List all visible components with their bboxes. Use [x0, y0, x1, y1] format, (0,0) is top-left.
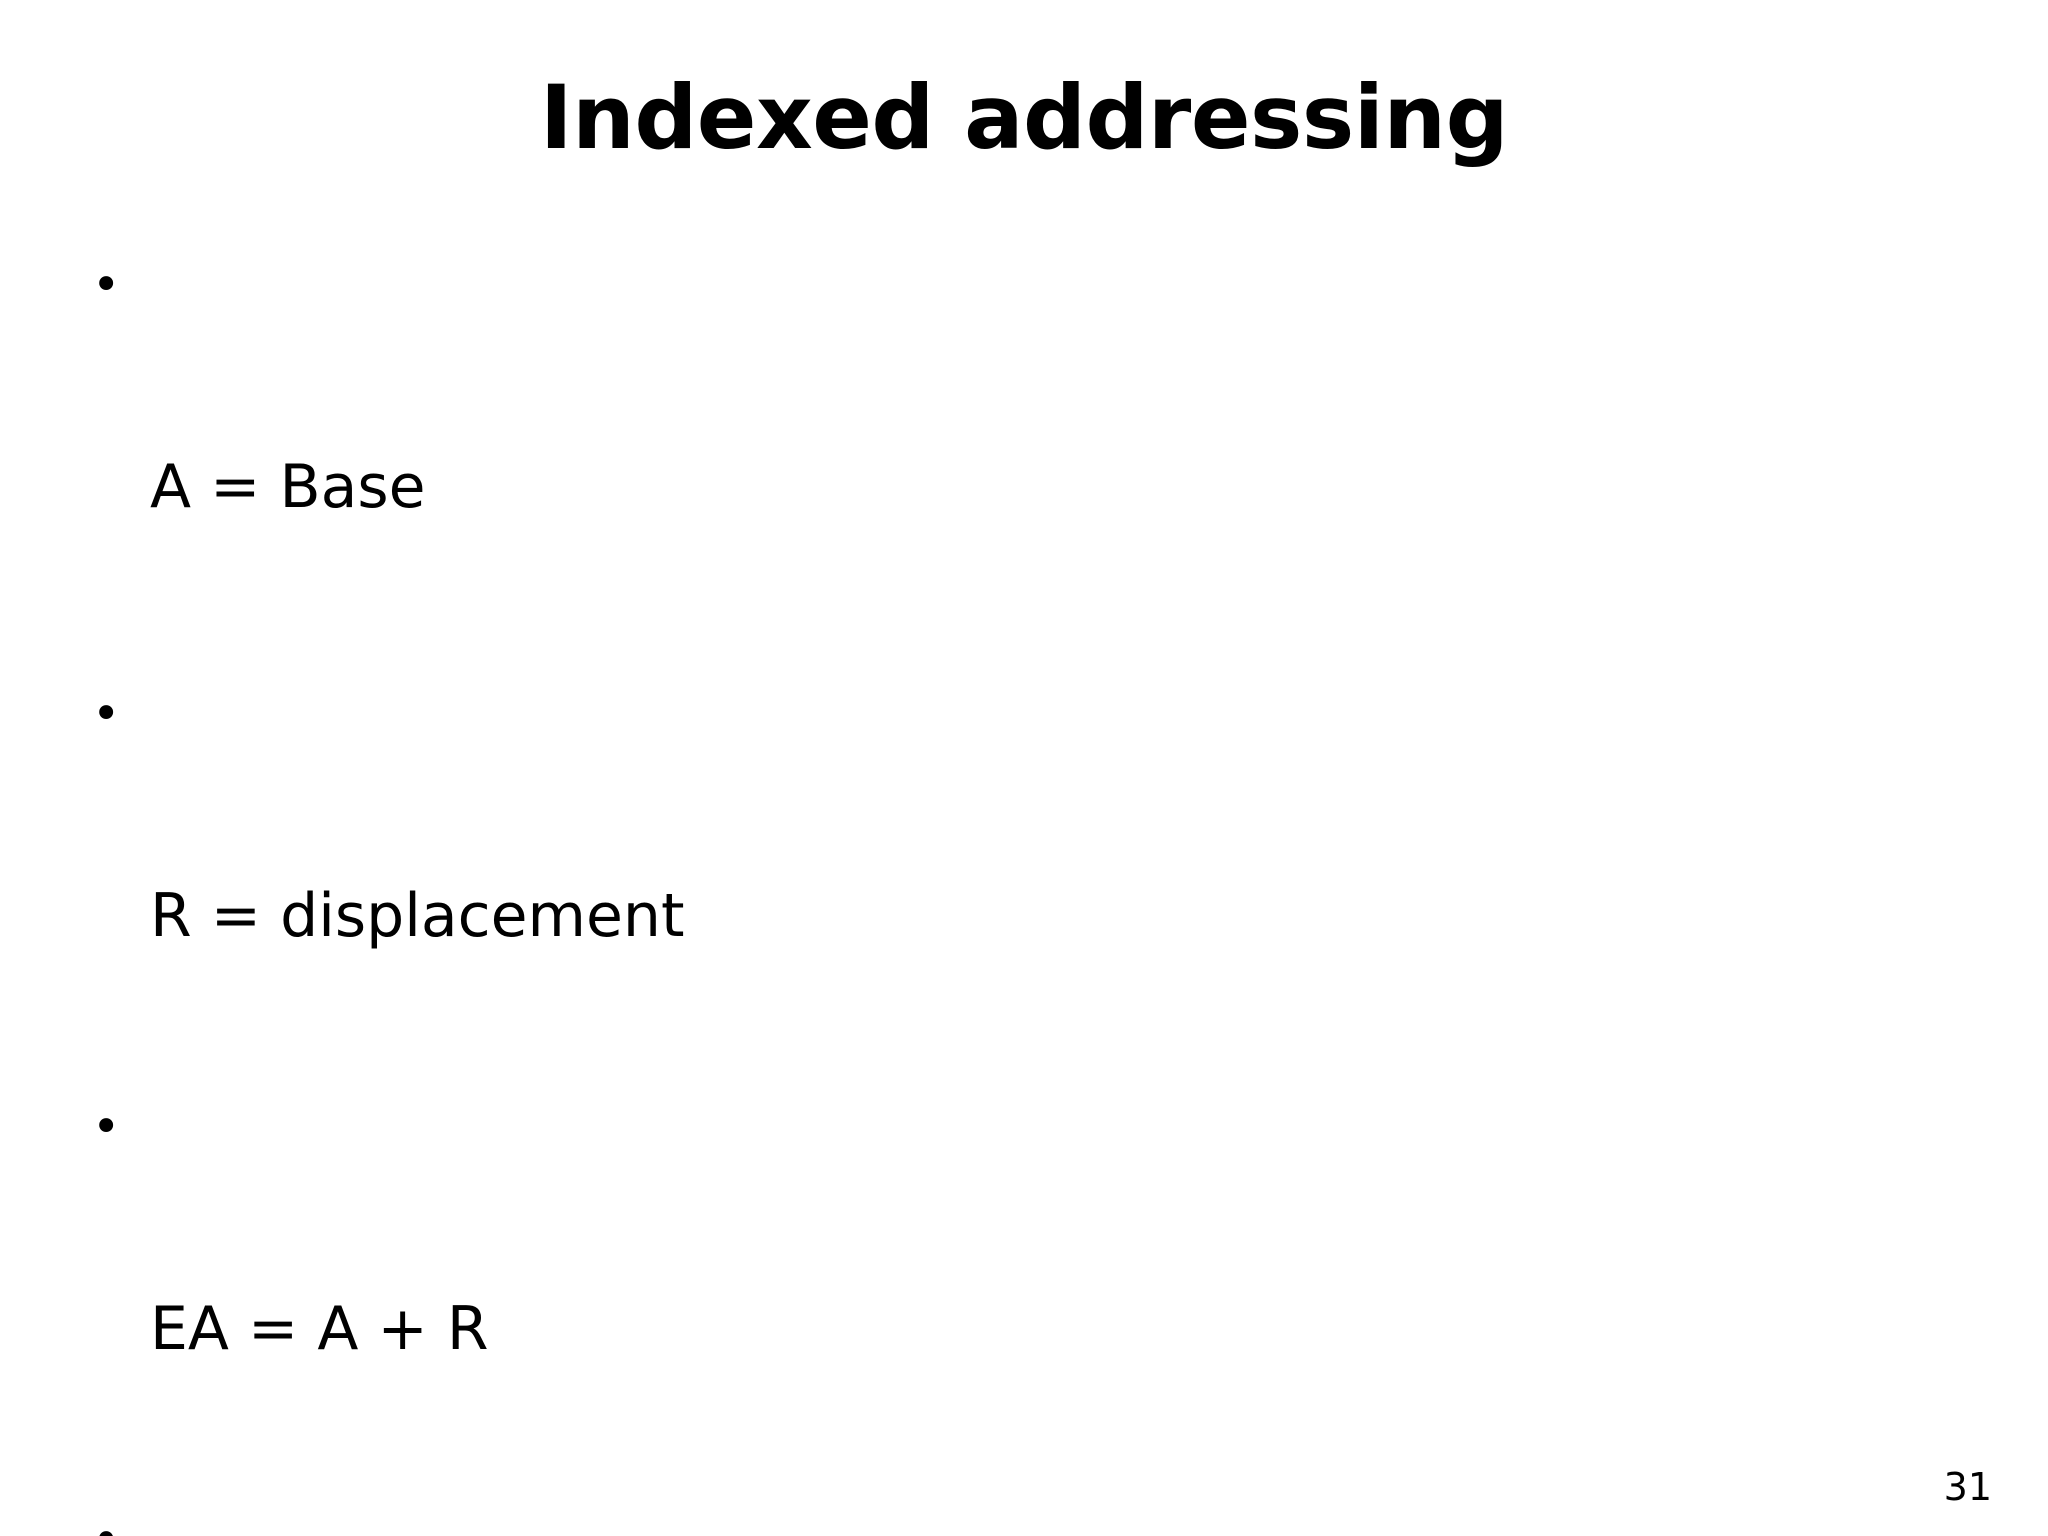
page-title: Indexed addressing — [539, 66, 1509, 169]
bullet-glyph: • — [92, 1507, 142, 1536]
list-item: • R = displacement — [84, 681, 1964, 1084]
list-item: • EA = A + R — [84, 1094, 1964, 1497]
bullet-glyph: • — [92, 1099, 121, 1156]
list-item: • A = Base — [84, 252, 1964, 655]
list-item: • Good for accessing arrays — [84, 1507, 1964, 1536]
bullet-glyph: • — [92, 257, 121, 313]
list-item-text: A = Base — [150, 451, 426, 522]
bullet-list: • A = Base • R = displacement • EA = A +… — [84, 252, 1964, 1536]
bullet-glyph: • — [92, 686, 121, 743]
list-item-text: EA = A + R — [150, 1293, 489, 1364]
page-number: 31 — [1943, 1465, 1992, 1509]
list-item-text: R = displacement — [150, 880, 685, 951]
